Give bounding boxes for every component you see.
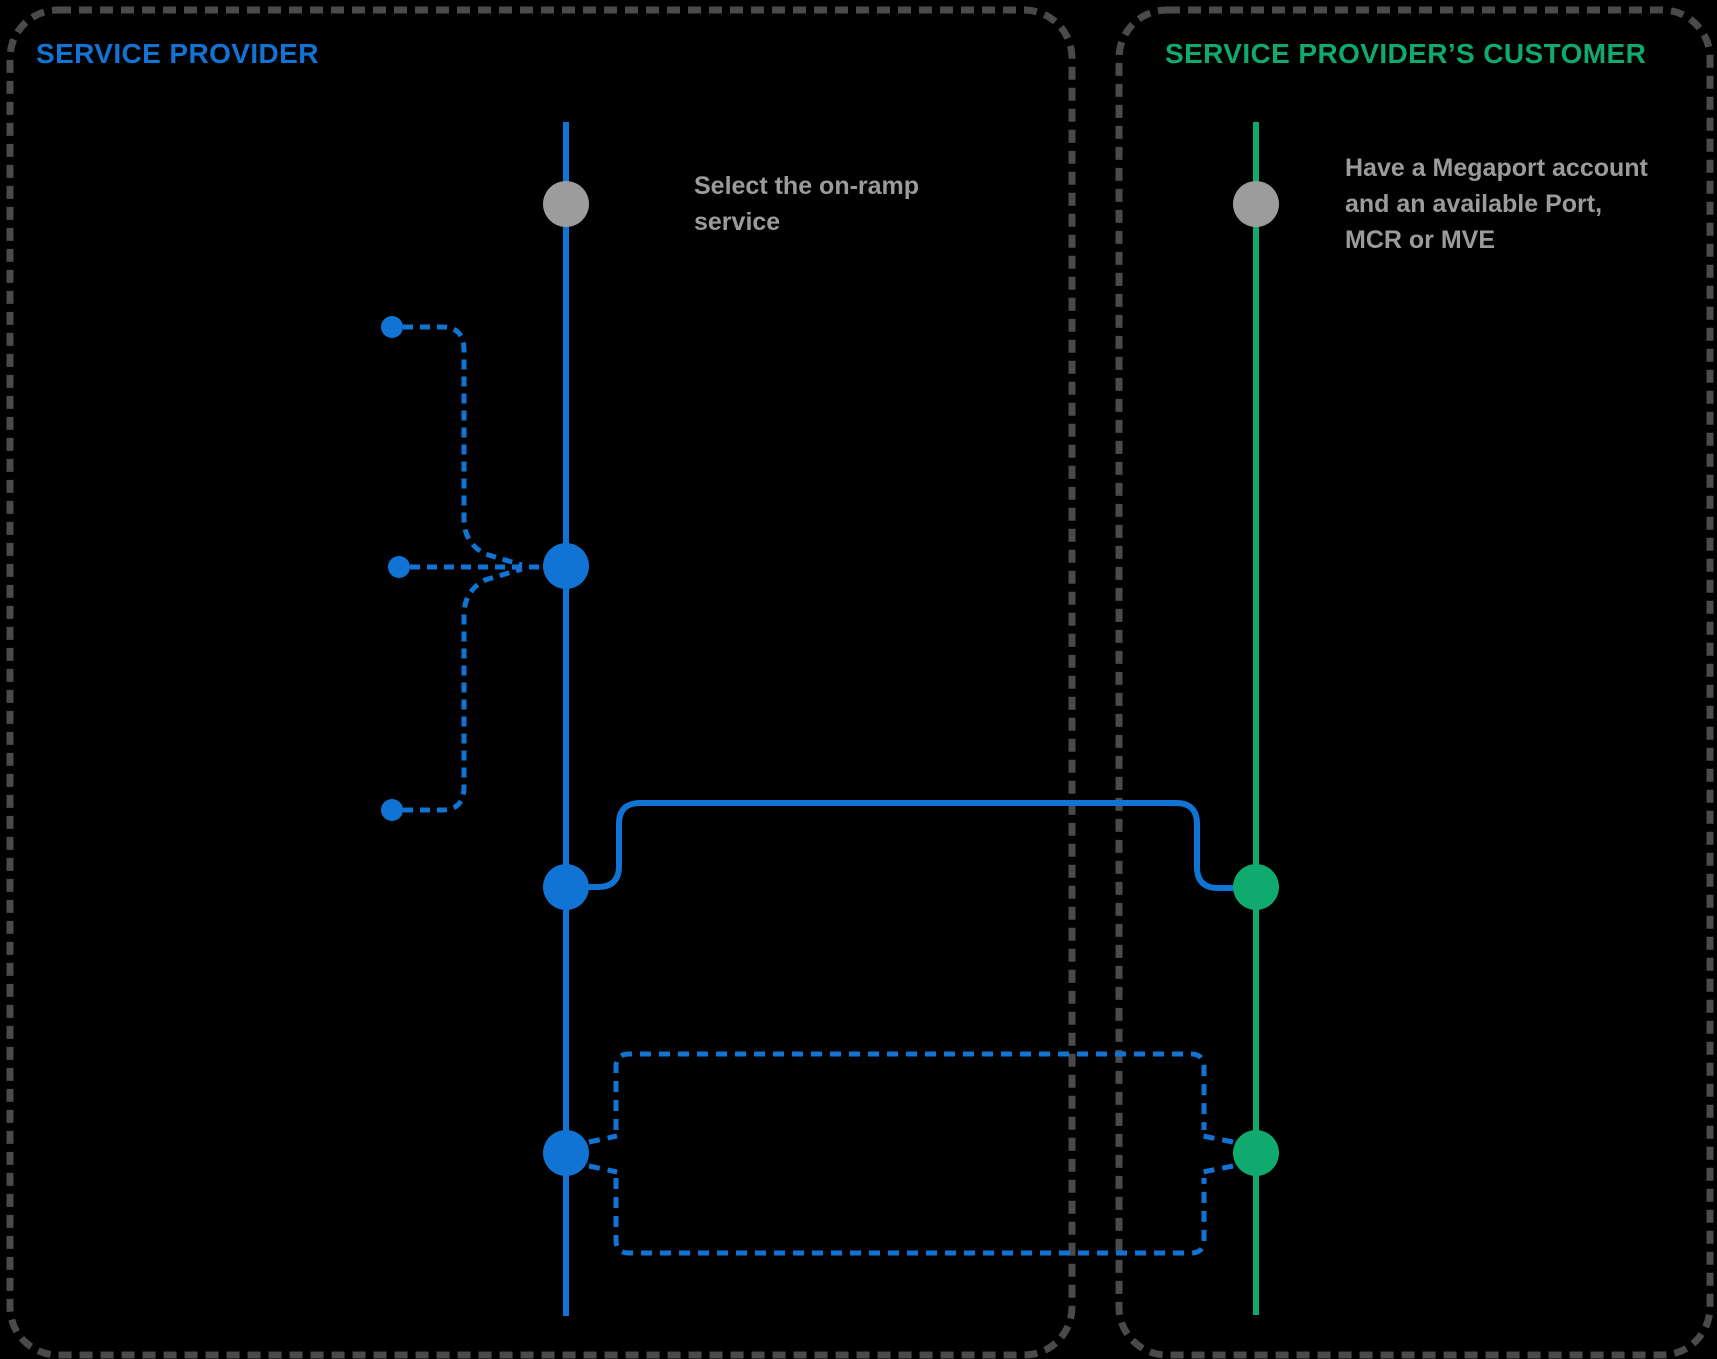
branch-dot-bottom: [381, 799, 403, 821]
service-provider-panel-border: [6, 6, 1076, 1359]
dashed-link-stub-right-top: [1202, 1133, 1234, 1145]
provider-to-customer-connection: [566, 800, 1252, 891]
provider-start-dot: [543, 181, 589, 227]
branch-connector-bottom: [403, 566, 523, 813]
customer-panel-border: [1115, 6, 1714, 1359]
provider-step-dot-connect: [543, 864, 589, 910]
dashed-link-stub-right-bottom: [1202, 1163, 1234, 1175]
service-provider-title: SERVICE PROVIDER: [36, 38, 319, 69]
note-line: Have a Megaport account: [1345, 154, 1648, 182]
branch-connector-top: [403, 324, 523, 568]
dashed-link-box-lower: [613, 1178, 1207, 1256]
customer-step-dot-connect: [1233, 864, 1279, 910]
dashed-link-stub-left-bottom: [588, 1163, 618, 1175]
branch-dot-top: [381, 316, 403, 338]
dashed-link-box-upper: [613, 1051, 1207, 1130]
note-line: service: [694, 208, 781, 236]
note-line: MCR or MVE: [1345, 226, 1495, 254]
on-ramp-note: Select the on-ramp service: [694, 168, 919, 240]
provider-step-dot-link: [543, 1130, 589, 1176]
customer-start-dot: [1233, 181, 1279, 227]
dashed-link-stub-left-top: [588, 1133, 618, 1145]
customer-title: SERVICE PROVIDER’S CUSTOMER: [1165, 38, 1647, 69]
account-note: Have a Megaport account and an available…: [1345, 150, 1648, 258]
branch-dot-middle: [388, 556, 410, 578]
provider-step-dot-select: [543, 543, 589, 589]
note-line: and an available Port,: [1345, 190, 1603, 218]
customer-step-dot-link: [1233, 1130, 1279, 1176]
note-line: Select the on-ramp: [694, 172, 920, 200]
